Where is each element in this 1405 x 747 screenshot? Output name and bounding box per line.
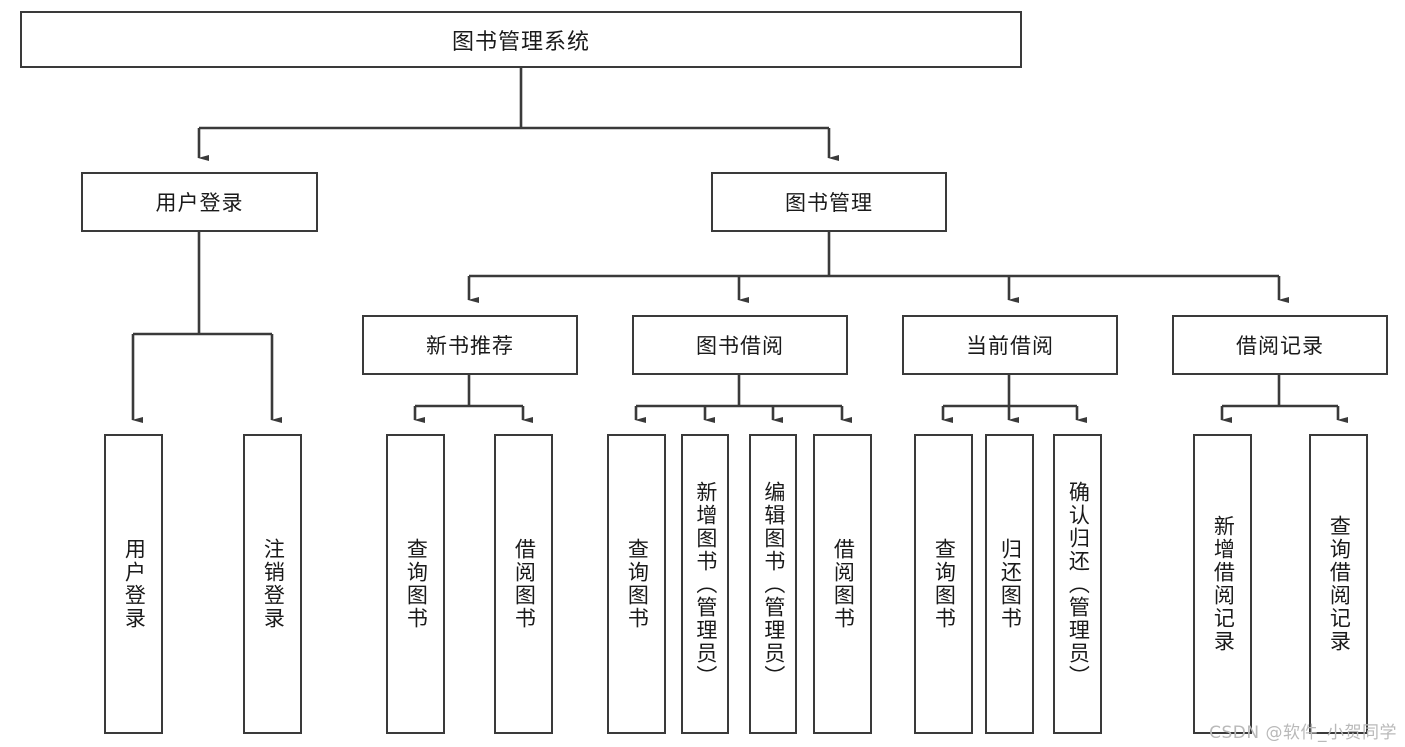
node-book-management-label: 图书管理	[785, 191, 873, 215]
leaf-add-record-label: 新增借阅记录	[1211, 515, 1236, 653]
leaf-edit-book-label: 编辑图书（管理员）	[761, 480, 786, 688]
node-user-login[interactable]: 用户登录	[81, 172, 318, 232]
leaf-confirm-return-label: 确认归还（管理员）	[1066, 480, 1091, 688]
leaf-query-record-label: 查询借阅记录	[1327, 515, 1352, 653]
leaf-query-book-3-label: 查询图书	[932, 538, 957, 630]
node-new-book-recommend[interactable]: 新书推荐	[362, 315, 578, 375]
node-borrow-record-label: 借阅记录	[1236, 334, 1324, 358]
leaf-query-record[interactable]: 查询借阅记录	[1309, 434, 1368, 734]
node-new-book-recommend-label: 新书推荐	[426, 334, 514, 358]
leaf-logout[interactable]: 注销登录	[243, 434, 302, 734]
node-current-borrow[interactable]: 当前借阅	[902, 315, 1118, 375]
node-root-label: 图书管理系统	[451, 29, 590, 55]
node-book-management[interactable]: 图书管理	[711, 172, 947, 232]
node-borrow-record[interactable]: 借阅记录	[1172, 315, 1388, 375]
leaf-user-login[interactable]: 用户登录	[104, 434, 163, 734]
leaf-user-login-label: 用户登录	[122, 538, 147, 630]
leaf-query-book-3[interactable]: 查询图书	[914, 434, 973, 734]
leaf-add-record[interactable]: 新增借阅记录	[1193, 434, 1252, 734]
leaf-edit-book[interactable]: 编辑图书（管理员）	[749, 434, 797, 734]
leaf-borrow-book-2-label: 借阅图书	[831, 538, 856, 630]
leaf-query-book-1[interactable]: 查询图书	[386, 434, 445, 734]
leaf-query-book-2-label: 查询图书	[625, 538, 650, 630]
node-current-borrow-label: 当前借阅	[966, 334, 1054, 358]
leaf-add-book[interactable]: 新增图书（管理员）	[681, 434, 729, 734]
leaf-borrow-book-2[interactable]: 借阅图书	[813, 434, 872, 734]
node-user-login-label: 用户登录	[155, 191, 244, 215]
leaf-query-book-1-label: 查询图书	[404, 538, 429, 630]
leaf-confirm-return[interactable]: 确认归还（管理员）	[1053, 434, 1102, 734]
node-root[interactable]: 图书管理系统	[20, 11, 1022, 68]
leaf-add-book-label: 新增图书（管理员）	[693, 480, 718, 688]
leaf-return-book-label: 归还图书	[998, 538, 1023, 630]
leaf-borrow-book-1-label: 借阅图书	[512, 538, 537, 630]
node-book-borrow[interactable]: 图书借阅	[632, 315, 848, 375]
leaf-logout-label: 注销登录	[261, 538, 286, 630]
leaf-borrow-book-1[interactable]: 借阅图书	[494, 434, 553, 734]
node-book-borrow-label: 图书借阅	[696, 334, 784, 358]
leaf-return-book[interactable]: 归还图书	[985, 434, 1034, 734]
leaf-query-book-2[interactable]: 查询图书	[607, 434, 666, 734]
